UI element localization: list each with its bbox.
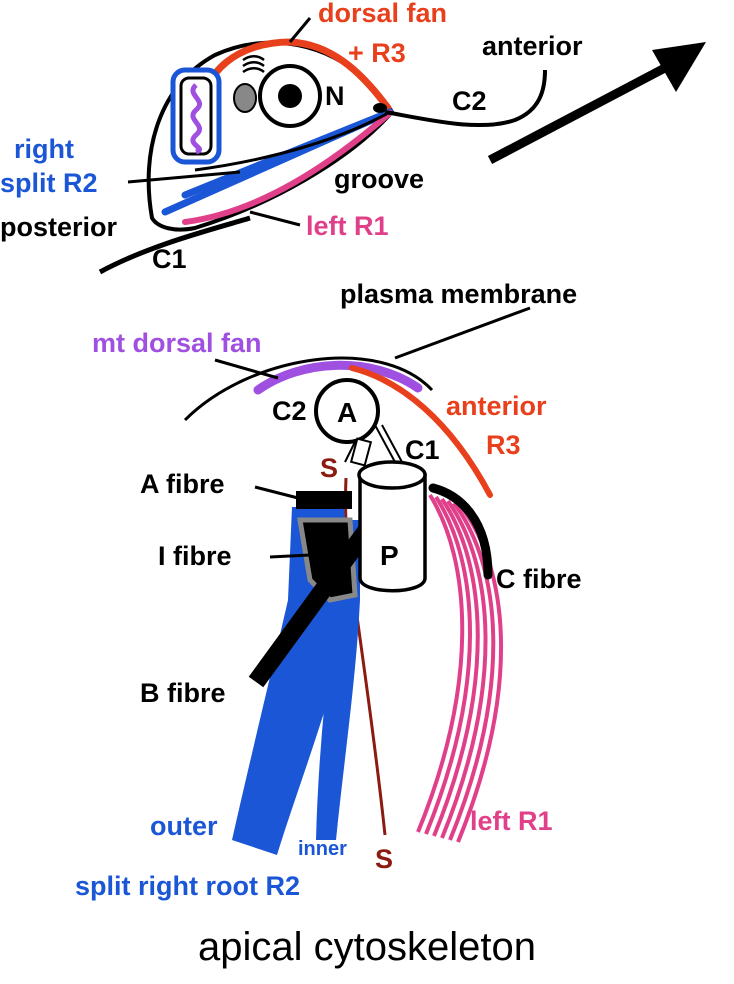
- grey-organelle: [233, 83, 257, 113]
- label-a: A: [337, 397, 357, 428]
- plasma-membrane: [183, 356, 434, 422]
- label-left-r1-bottom: left R1: [470, 806, 553, 836]
- basal-body-c2: [314, 378, 380, 444]
- label-b-fibre: B fibre: [140, 678, 226, 708]
- i-fibre-leader: [269, 553, 311, 559]
- flagellum-posterior: [98, 215, 251, 275]
- label-s-bottom: S: [375, 844, 393, 874]
- nucleolus: [278, 84, 302, 108]
- label-split-r2: split R2: [0, 168, 98, 198]
- label-posterior: posterior: [0, 212, 118, 242]
- label-groove: groove: [334, 164, 424, 194]
- kinetoplast-inner: [179, 76, 213, 156]
- label-inner: inner: [298, 838, 347, 860]
- label-left-r1-top: left R1: [306, 211, 389, 241]
- label-n: N: [325, 81, 345, 111]
- label-p: P: [380, 540, 399, 571]
- label-plus-r3: + R3: [348, 38, 406, 68]
- plasma-membrane-leader: [394, 306, 531, 360]
- label-anterior-bottom: anterior: [446, 391, 547, 421]
- cell-overview: dorsal fan + R3 anterior N C2 right spli…: [0, 0, 706, 275]
- label-outer: outer: [150, 811, 218, 841]
- label-c2-bottom: C2: [272, 396, 307, 426]
- label-c1-bottom: C1: [405, 435, 440, 465]
- golgi-stack: [242, 55, 265, 74]
- flagellum-anterior: [384, 69, 547, 128]
- mt-dorsal-fan: [253, 360, 423, 395]
- c-fibre: [428, 483, 493, 580]
- label-i-fibre: I fibre: [158, 541, 232, 571]
- label-dorsal-fan: dorsal fan: [318, 0, 447, 28]
- label-anterior-top: anterior: [482, 31, 583, 61]
- kinetoplast-box: [170, 67, 222, 165]
- direction-arrow-head: [652, 42, 706, 92]
- a-fibre: [296, 491, 352, 509]
- apical-cytoskeleton-detail: plasma membrane mt dorsal fan C2 A anter…: [75, 279, 582, 901]
- label-c2-top: C2: [452, 86, 487, 116]
- groove-line: [194, 110, 391, 172]
- label-mt-dorsal-fan: mt dorsal fan: [92, 328, 262, 358]
- dorsal-fan-r3-leader: [288, 17, 312, 43]
- a-fibre-leader: [254, 485, 299, 500]
- mitochondrion-squiggle: [190, 83, 203, 155]
- direction-arrow-shaft: [487, 56, 683, 164]
- label-right: right: [14, 134, 74, 164]
- left-r1-leader: [249, 210, 301, 227]
- diagram-caption: apical cytoskeleton: [198, 925, 536, 969]
- label-s-top: S: [320, 453, 338, 483]
- basal-body-dot: [373, 103, 387, 113]
- label-split-right-root: split right root R2: [75, 871, 300, 901]
- r2-inner-root: [316, 520, 360, 840]
- left-r1-band: [182, 110, 393, 225]
- split-r2-leader: [127, 170, 241, 184]
- label-c1-top: C1: [152, 244, 187, 274]
- connector-box: [349, 437, 373, 467]
- label-c-fibre: C fibre: [496, 564, 582, 594]
- label-r3: R3: [486, 430, 521, 460]
- label-a-fibre: A fibre: [140, 469, 225, 499]
- r3-band: [349, 365, 493, 498]
- basal-body-p: [357, 460, 427, 593]
- label-plasma-membrane: plasma membrane: [340, 279, 577, 309]
- mt-dorsal-fan-leader: [214, 358, 279, 380]
